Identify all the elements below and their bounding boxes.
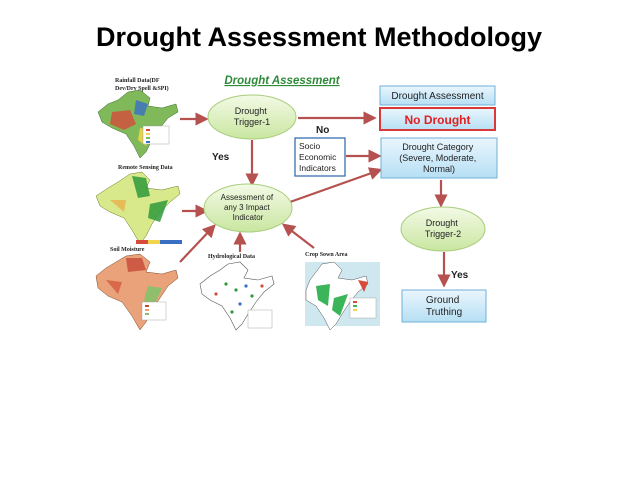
edge-soil-to-assessment — [179, 224, 216, 263]
node-drought-category: Drought Category (Severe, Moderate, Norm… — [380, 137, 498, 179]
category-line2: (Severe, Moderate, — [399, 153, 476, 163]
edges — [179, 111, 451, 288]
svg-text:Drought Trigger-2: Drought Trigger-2 — [425, 218, 461, 239]
svg-text:Drought Trigger-1: Drought Trigger-1 — [234, 106, 270, 127]
india-map-remote-sensing — [95, 171, 181, 245]
svg-text:Drought Category (Severe: Drought Category (Severe, Moderate, Norm… — [399, 142, 479, 174]
node-drought-assessment: Drought Assessment — [379, 85, 496, 106]
socio-line2: Economic — [299, 152, 337, 162]
soil-moisture-map: Soil Moisture — [95, 247, 179, 331]
remote-sensing-caption: Remote Sensing Data — [118, 165, 173, 171]
rainfall-map: Rainfall Data(DF Dev/Dry Spell &SPI) — [97, 77, 179, 159]
india-map-hydrological — [199, 261, 275, 331]
ground-line2: Truthing — [426, 307, 462, 318]
crop-sown-caption: Crop Sown Area — [305, 252, 347, 258]
diagram-heading: Drought Assessment — [224, 75, 340, 87]
node-trigger2: Drought Trigger-2 — [400, 206, 486, 252]
node-ground-truthing: Ground Truthing — [401, 289, 487, 323]
india-map-crop — [305, 261, 369, 331]
edge-assessment-to-category — [289, 167, 383, 204]
socio-line3: Indicators — [299, 163, 336, 173]
node-trigger1: Drought Trigger-1 — [207, 94, 297, 140]
india-map-rainfall — [97, 89, 179, 159]
category-line1: Drought Category — [402, 142, 474, 152]
no-drought-label: No Drought — [405, 113, 471, 127]
soil-moisture-caption: Soil Moisture — [110, 247, 145, 253]
rainfall-caption-line1: Rainfall Data(DF — [115, 77, 160, 84]
trigger2-line1: Drought — [426, 218, 459, 228]
slide-title: Drought Assessment Methodology — [95, 22, 543, 52]
svg-text:Socio Economic Ind: Socio Economic Indicators — [299, 141, 339, 173]
socio-line1: Socio — [299, 141, 321, 151]
trigger2-line2: Trigger-2 — [425, 229, 461, 239]
svg-text:Assessment of any 3 Impa: Assessment of any 3 Impact Indicator — [221, 193, 276, 222]
category-line3: Normal) — [423, 164, 455, 174]
edge-label-yes-right: Yes — [451, 270, 469, 281]
node-no-drought: No Drought — [379, 107, 496, 131]
edge-label-yes-left: Yes — [212, 152, 230, 163]
drought-assessment-label: Drought Assessment — [391, 91, 483, 102]
trigger1-line1: Drought — [235, 106, 268, 116]
assessment-line2: any 3 Impact — [224, 203, 271, 212]
node-socio-economic: Socio Economic Indicators — [294, 137, 346, 177]
hydrological-caption: Hydrological Data — [208, 254, 255, 260]
remote-sensing-map: Remote Sensing Data — [95, 165, 182, 245]
node-assessment-impact: Assessment of any 3 Impact Indicator — [203, 183, 293, 233]
edge-crop-to-assessment — [281, 223, 315, 249]
assessment-line1: Assessment of — [221, 193, 274, 202]
trigger1-line2: Trigger-1 — [234, 117, 270, 127]
svg-text:Ground Truthing: Ground Truthing — [426, 295, 462, 318]
crop-sown-map: Crop Sown Area — [305, 252, 380, 331]
edge-label-no: No — [316, 125, 329, 136]
assessment-line3: Indicator — [233, 213, 264, 222]
hydrological-map: Hydrological Data — [199, 254, 275, 331]
ground-line1: Ground — [426, 295, 459, 306]
rainfall-caption-line2: Dev/Dry Spell &SPI) — [115, 85, 169, 92]
